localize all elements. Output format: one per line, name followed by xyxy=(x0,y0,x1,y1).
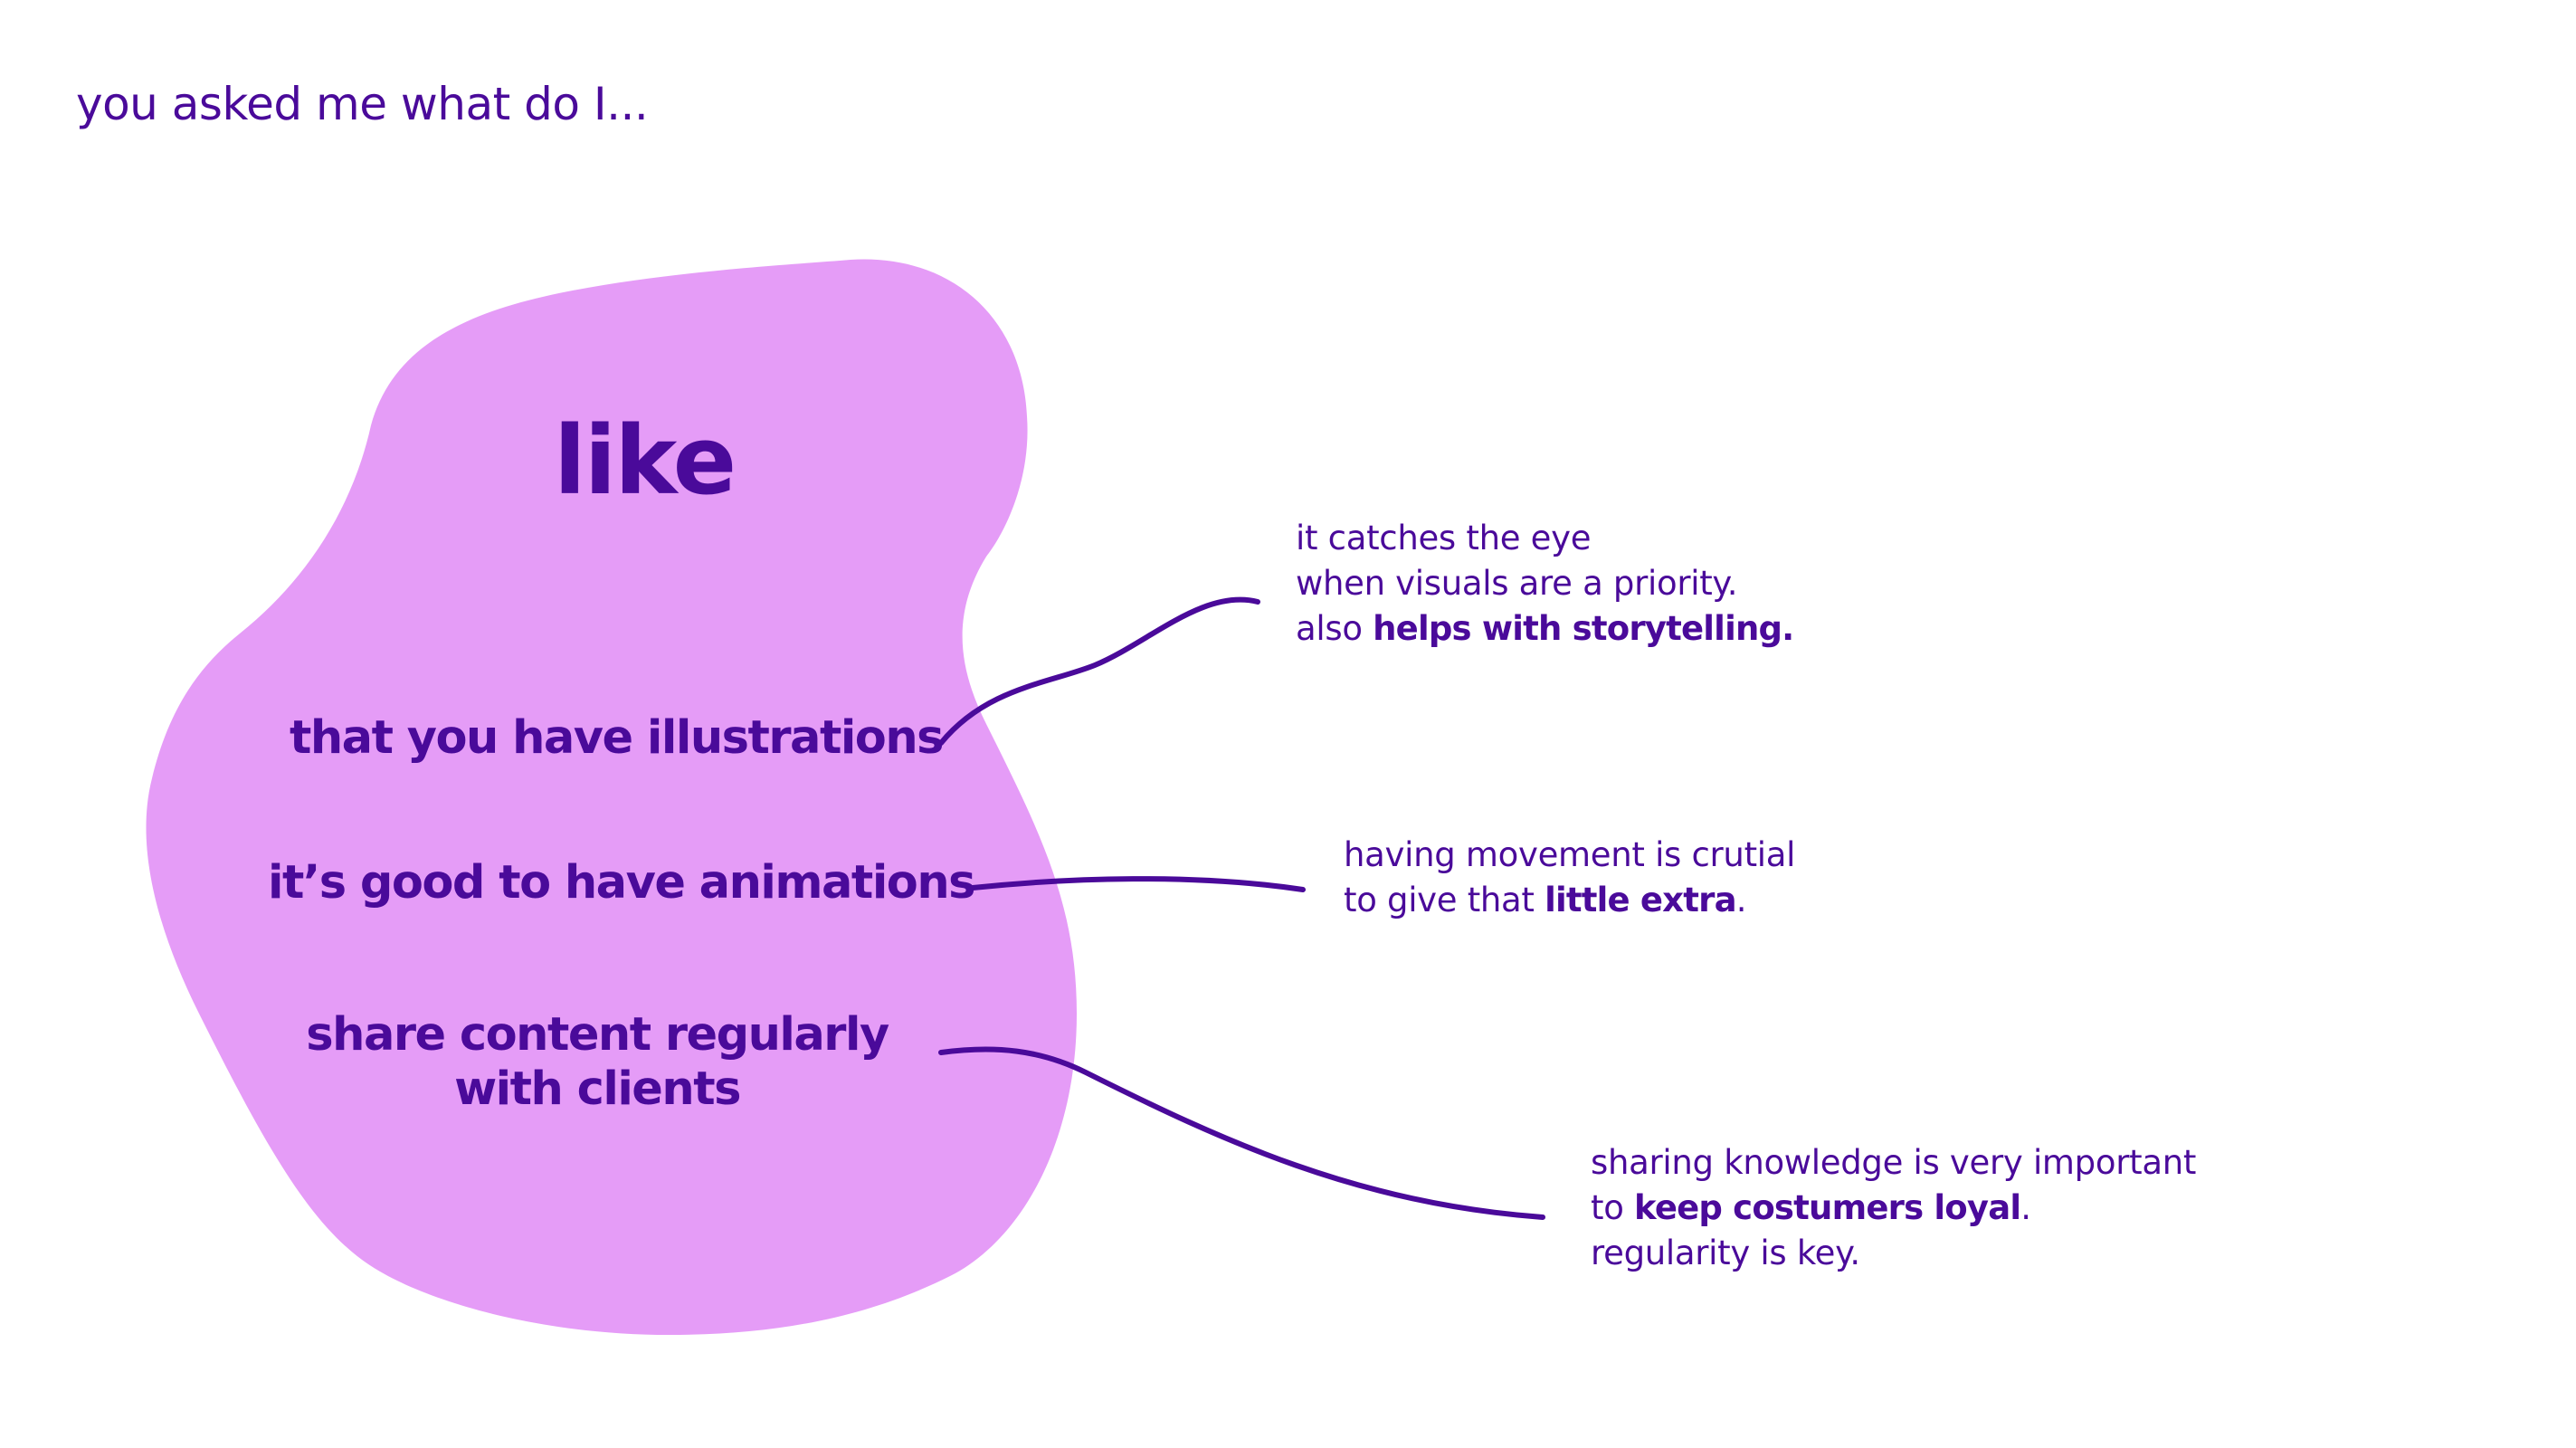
point-text-line-2: with clients xyxy=(454,1062,741,1116)
point-text: that you have illustrations xyxy=(290,711,945,765)
connector-line-1 xyxy=(938,596,1260,746)
note-line: also helps with storytelling. xyxy=(1296,606,1794,652)
note-illustrations: it catches the eye when visuals are a pr… xyxy=(1296,516,1794,652)
note-text: also xyxy=(1296,609,1374,648)
note-line: to give that little extra. xyxy=(1344,878,1795,923)
note-line: to keep costumers loyal. xyxy=(1591,1186,2196,1231)
point-illustrations: that you have illustrations xyxy=(290,711,945,766)
point-text: it’s good to have animations xyxy=(268,856,976,910)
connector-line-3 xyxy=(938,1046,1545,1220)
connector-line-2 xyxy=(970,876,1306,892)
note-emphasis: keep costumers loyal xyxy=(1634,1188,2021,1227)
note-emphasis: little extra xyxy=(1545,881,1736,919)
note-text: sharing knowledge is very important xyxy=(1591,1143,2197,1182)
note-line: sharing knowledge is very important xyxy=(1591,1140,2196,1186)
note-emphasis: helps with storytelling. xyxy=(1373,609,1794,648)
page-title: you asked me what do I... xyxy=(76,78,649,130)
blob-heading: like xyxy=(554,405,737,516)
note-text: when visuals are a priority. xyxy=(1296,564,1738,603)
note-line: having movement is crutial xyxy=(1344,833,1795,878)
note-text: to give that xyxy=(1344,881,1545,919)
note-share-content: sharing knowledge is very important to k… xyxy=(1591,1140,2196,1276)
note-suffix: . xyxy=(1735,881,1747,919)
point-animations: it’s good to have animations xyxy=(268,856,976,910)
note-text: regularity is key. xyxy=(1591,1234,1860,1272)
blob-shape xyxy=(146,259,1078,1336)
note-line: it catches the eye xyxy=(1296,516,1793,561)
point-text-line-1: share content regularly xyxy=(306,1008,889,1062)
point-share-content: share content regularly with clients xyxy=(271,1008,923,1117)
note-text: having movement is crutial xyxy=(1344,835,1796,874)
note-line: regularity is key. xyxy=(1591,1231,2196,1276)
note-text: it catches the eye xyxy=(1296,519,1592,557)
note-animations: having movement is crutial to give that … xyxy=(1344,833,1795,923)
note-text: to xyxy=(1591,1188,1635,1227)
note-line: when visuals are a priority. xyxy=(1296,561,1793,606)
note-suffix: . xyxy=(2020,1188,2031,1227)
